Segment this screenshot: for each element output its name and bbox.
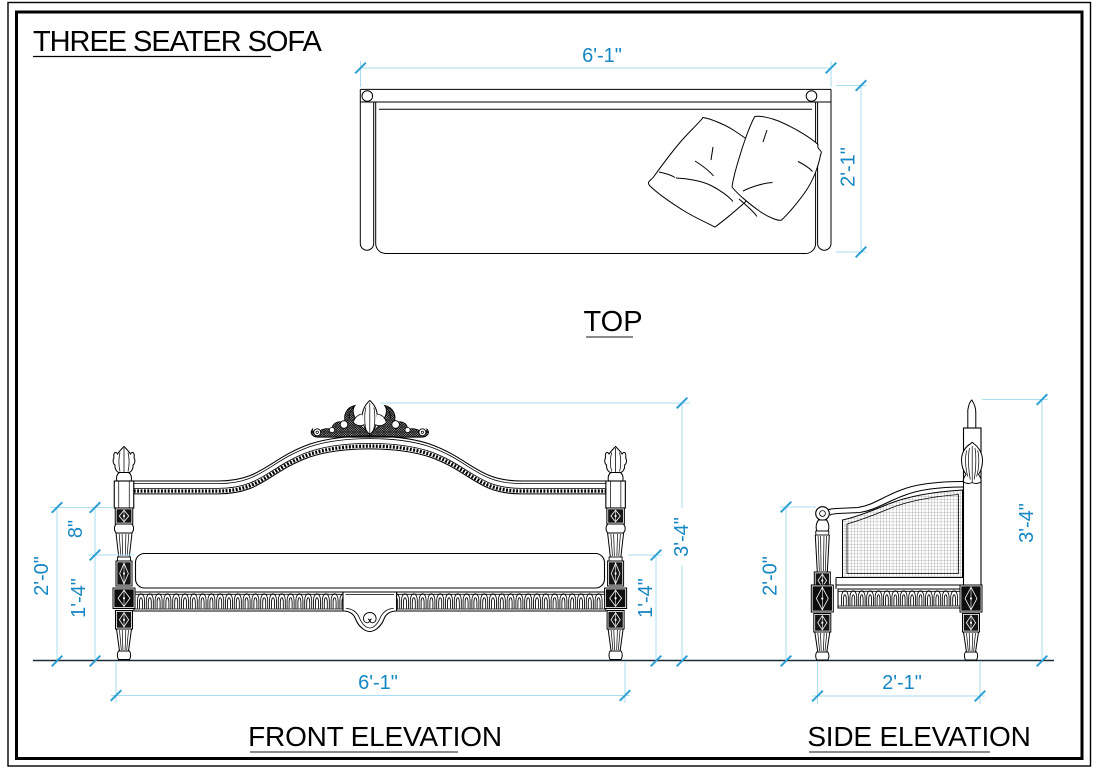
svg-text:6'-1": 6'-1": [582, 45, 622, 67]
svg-text:2'-0": 2'-0": [31, 556, 53, 596]
svg-text:3'-4": 3'-4": [1016, 503, 1038, 543]
svg-text:6'-1": 6'-1": [358, 672, 398, 694]
svg-text:1'-4": 1'-4": [68, 578, 90, 618]
svg-text:THREE SEATER SOFA: THREE SEATER SOFA: [33, 26, 322, 58]
svg-text:SIDE ELEVATION: SIDE ELEVATION: [807, 721, 1030, 752]
svg-text:TOP: TOP: [583, 306, 642, 338]
svg-text:8": 8": [65, 520, 87, 538]
svg-text:2'-1": 2'-1": [838, 147, 860, 187]
svg-text:2'-0": 2'-0": [760, 556, 782, 596]
svg-text:1'-4": 1'-4": [635, 578, 657, 618]
svg-text:2'-1": 2'-1": [882, 672, 922, 694]
svg-text:3'-4": 3'-4": [671, 517, 693, 557]
svg-text:FRONT ELEVATION: FRONT ELEVATION: [248, 721, 502, 752]
